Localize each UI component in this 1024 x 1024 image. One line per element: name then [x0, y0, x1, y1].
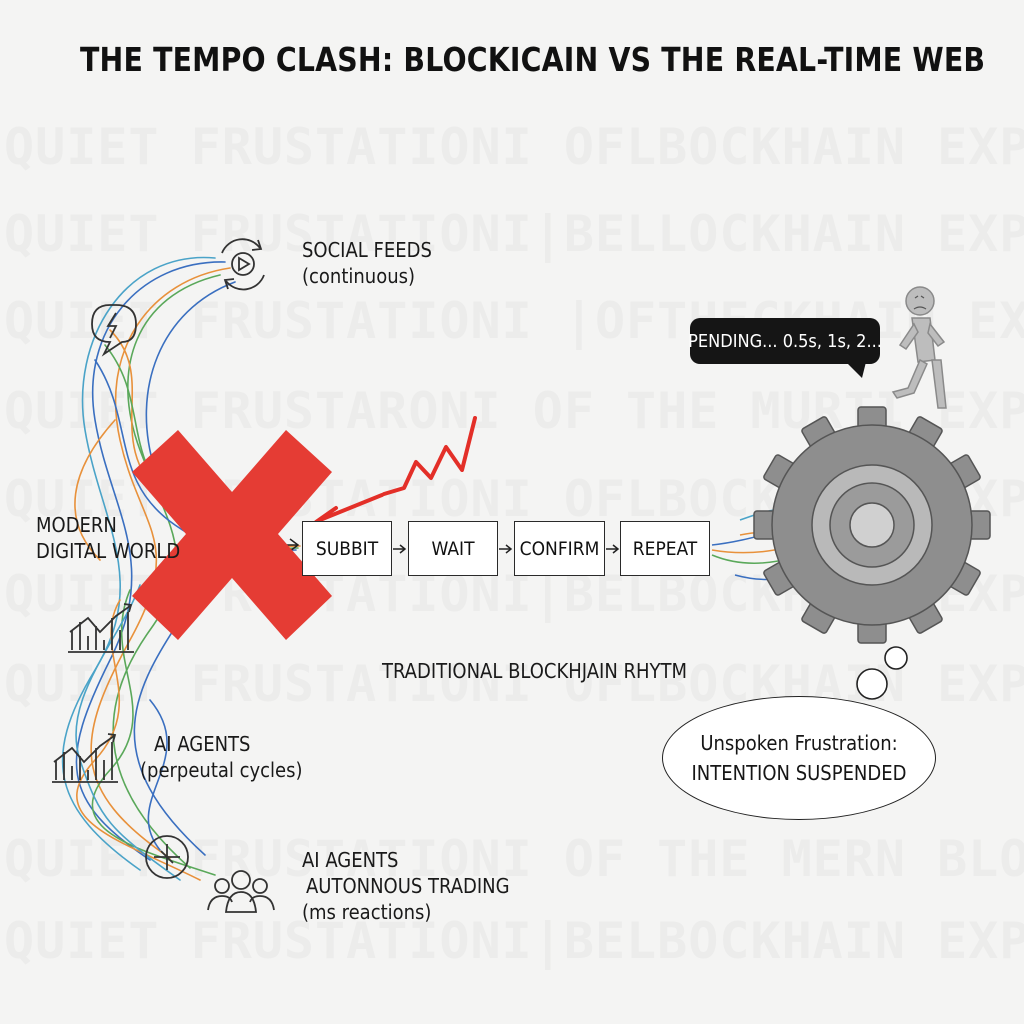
- lightning-chat-icon: [91, 304, 137, 357]
- label-ai-agents-line2: (perpeutal cycles): [140, 758, 303, 782]
- walking-person-icon: [891, 286, 947, 409]
- thought-bubble: Unspoken Frustration: INTENTION SUSPENDE…: [662, 696, 936, 820]
- thought-line2: INTENTION SUSPENDED: [691, 761, 907, 785]
- label-modern-line1: MODERN: [36, 513, 117, 537]
- zigzag-arrow-icon: [314, 416, 477, 530]
- label-trading-line2: AUTONNOUS TRADING: [306, 874, 510, 898]
- sync-play-icon: [221, 238, 265, 291]
- watermark-line: QUIET FRUSTATIONI OFLBOCKHAIN EXPERIEINC…: [4, 118, 1024, 176]
- crosshair-icon: [145, 835, 189, 879]
- watermark-line: QUIET FRUSTATIONI|BELLOCKHAIN EXPERIEINC…: [4, 205, 1024, 263]
- label-modern-digital-world: MODERN DIGITAL WORLD: [36, 512, 180, 564]
- label-trading-line1: AI AGENTS: [302, 848, 399, 872]
- chart-growth-icon: [52, 733, 118, 783]
- label-ai-agents-trading: AI AGENTS AUTONNOUS TRADING (ms reaction…: [302, 847, 510, 925]
- label-modern-line2: DIGITAL WORLD: [36, 539, 181, 563]
- chart-growth-icon: [68, 603, 134, 653]
- flow-step-submit: SUBBIT: [302, 521, 392, 576]
- label-social-feeds: SOCIAL FEEDS (continuous): [302, 237, 432, 289]
- pending-callout: PENDING... 0.5s, 1s, 2...: [688, 318, 882, 364]
- rhythm-label: TRADITIONAL BLOCKHJAIN RHYTM: [382, 659, 688, 683]
- page-title: THE TEMPO CLASH: BLOCKICAIN VS THE REAL-…: [80, 40, 986, 79]
- watermark-line: QUIET FRUSTATIONI OF THE MERN BLOERIEINC…: [4, 830, 1024, 888]
- gear-icon: [753, 406, 991, 644]
- label-trading-line3: (ms reactions): [302, 900, 432, 924]
- thought-line1: Unspoken Frustration:: [700, 731, 898, 755]
- watermark-line: QUIET FRUSTATIONI|BELBOCKHAIN EXPERIEINC…: [4, 912, 1024, 970]
- label-social-feeds-line1: SOCIAL FEEDS: [302, 238, 432, 262]
- label-ai-agents-line1: AI AGENTS: [154, 732, 251, 756]
- label-ai-agents-cycles: AI AGENTS (perpeutal cycles): [140, 731, 303, 783]
- people-group-icon: [207, 870, 275, 913]
- flow-step-confirm: CONFIRM: [514, 521, 605, 576]
- red-x-icon: [132, 430, 332, 640]
- label-social-feeds-line2: (continuous): [302, 264, 415, 288]
- flow-step-repeat: REPEAT: [620, 521, 710, 576]
- flow-step-wait: WAIT: [408, 521, 498, 576]
